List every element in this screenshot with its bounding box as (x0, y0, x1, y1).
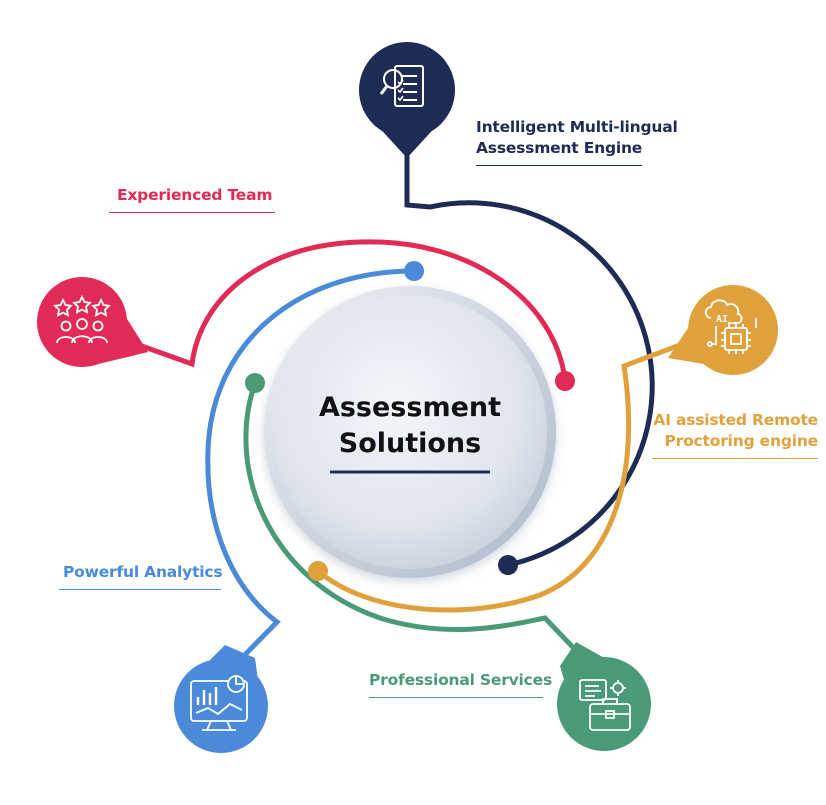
feature-label-services-underline (369, 697, 543, 698)
connector-team-dot (555, 371, 575, 391)
feature-label-team: Experienced Team (109, 185, 275, 213)
services-bubble (557, 642, 651, 751)
center-title: Assessment Solutions (270, 390, 550, 462)
feature-label-services: Professional Services (369, 670, 552, 698)
feature-label-team-line1: Experienced Team (117, 186, 273, 204)
connector-engine (404, 137, 655, 568)
feature-label-proctoring-line2: Proctoring engine (664, 432, 819, 450)
feature-label-team-underline (109, 212, 275, 213)
connector-engine-dot (498, 555, 518, 575)
hub-circle (273, 295, 547, 569)
feature-label-engine-underline (476, 165, 642, 166)
feature-label-proctoring: AI assisted Remote Proctoring engine (652, 410, 818, 459)
team-stars-icon (53, 294, 111, 344)
center-title-line2: Solutions (338, 428, 482, 459)
feature-label-proctoring-underline (652, 458, 818, 459)
connector-team (122, 239, 568, 383)
connector-services (243, 380, 588, 663)
connector-services-dot (245, 373, 265, 393)
feature-label-services-line1: Professional Services (369, 671, 552, 689)
proctoring-bubble: AI (668, 285, 778, 375)
feature-label-engine-line2: Assessment Engine (476, 139, 643, 157)
document-magnifier-icon (379, 65, 424, 107)
feature-label-engine: Intelligent Multi-lingual Assessment Eng… (476, 117, 678, 166)
feature-label-analytics-line1: Powerful Analytics (63, 563, 223, 581)
analytics-bubble (174, 645, 268, 753)
engine-bubble (359, 42, 455, 158)
connector-analytics-dot (404, 261, 424, 281)
briefcase-icon (579, 679, 631, 731)
ai-chip-icon: AI (704, 299, 757, 354)
analytics-monitor-icon (190, 675, 248, 731)
team-bubble (37, 277, 148, 367)
ai-chip-text: AI (716, 314, 728, 325)
connector-proctoring-dot (308, 561, 328, 581)
connector-analytics (205, 268, 417, 671)
center-title-line1: Assessment (318, 392, 502, 423)
feature-label-analytics: Powerful Analytics (59, 562, 223, 590)
feature-label-proctoring-line1: AI assisted Remote (653, 411, 818, 429)
feature-label-engine-line1: Intelligent Multi-lingual (476, 118, 678, 136)
feature-label-analytics-underline (59, 589, 221, 590)
connector-proctoring (315, 342, 683, 613)
